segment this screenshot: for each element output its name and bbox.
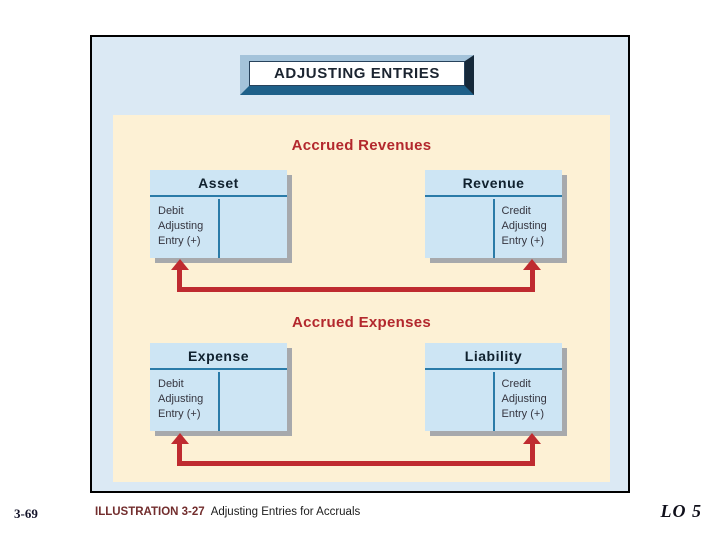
t-account-liability: Liability Credit Adjusting Entry (+) xyxy=(425,343,562,431)
slide-canvas: ADJUSTING ENTRIES Accrued Revenues Asset… xyxy=(90,35,630,493)
learning-objective-badge: LO 5 xyxy=(660,501,702,521)
illustration-label: ILLUSTRATION 3-27 xyxy=(95,506,205,518)
arrow-up-icon xyxy=(171,259,189,270)
slide-title: ADJUSTING ENTRIES xyxy=(249,61,465,86)
illustration-caption-line: ILLUSTRATION 3-27 Adjusting Entries for A… xyxy=(95,506,360,518)
illustration-caption: Adjusting Entries for Accruals xyxy=(210,506,361,518)
account-title: Expense xyxy=(150,343,287,370)
section-heading-accrued-expenses: Accrued Expenses xyxy=(291,314,432,331)
diagram-panel: Accrued Revenues Asset Debit Adjusting E… xyxy=(113,115,610,482)
expenses-connector-arrow xyxy=(171,433,541,466)
arrow-up-icon xyxy=(171,433,189,444)
arrow-up-icon xyxy=(523,433,541,444)
account-title: Asset xyxy=(150,170,287,197)
debit-entry-text: Debit Adjusting Entry (+) xyxy=(158,205,204,247)
t-account-divider xyxy=(217,372,220,431)
t-account-divider xyxy=(217,199,220,258)
account-title: Revenue xyxy=(425,170,562,197)
t-account-divider xyxy=(492,199,495,258)
revenues-connector-arrow xyxy=(171,259,541,292)
t-account-asset: Asset Debit Adjusting Entry (+) xyxy=(150,170,287,258)
account-title: Liability xyxy=(425,343,562,370)
t-account-expense: Expense Debit Adjusting Entry (+) xyxy=(150,343,287,431)
t-account-divider xyxy=(492,372,495,431)
arrow-up-icon xyxy=(523,259,541,270)
slide-page-number: 3-69 xyxy=(14,506,38,521)
title-banner: ADJUSTING ENTRIES xyxy=(240,55,474,95)
debit-entry-text: Debit Adjusting Entry (+) xyxy=(158,378,204,420)
t-account-revenue: Revenue Credit Adjusting Entry (+) xyxy=(425,170,562,258)
section-heading-accrued-revenues: Accrued Revenues xyxy=(291,137,432,154)
credit-entry-text: Credit Adjusting Entry (+) xyxy=(501,378,547,420)
credit-entry-text: Credit Adjusting Entry (+) xyxy=(501,205,547,247)
